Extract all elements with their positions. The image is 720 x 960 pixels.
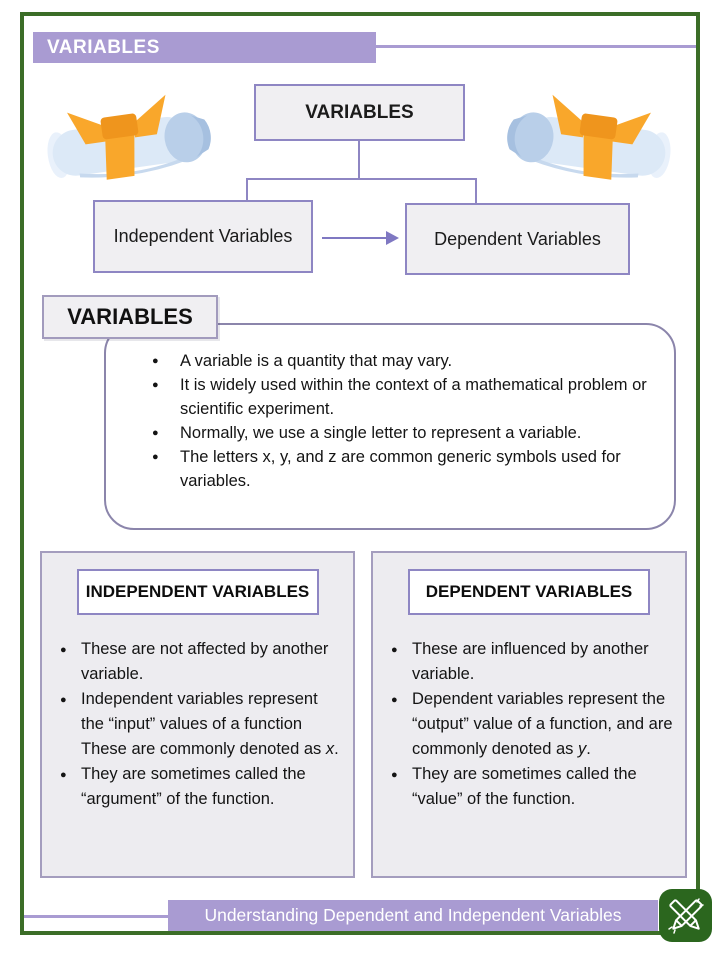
header-rule-line (376, 45, 696, 48)
bullet-item: Dependent variables represent the “outpu… (391, 687, 677, 762)
section-title-box: VARIABLES (42, 295, 218, 339)
flowchart-connector (358, 141, 360, 178)
flowchart-dependent-label: Dependent Variables (434, 228, 601, 249)
section-title: VARIABLES (67, 304, 193, 329)
scroll-diploma-icon (507, 94, 671, 180)
bullet-item: The letters x, y, and z are common gener… (152, 445, 654, 493)
flowchart-dependent-box: Dependent Variables (405, 203, 630, 275)
bullet-item: Independent variables represent the “inp… (60, 687, 345, 762)
flowchart-root-box: VARIABLES (254, 84, 465, 141)
independent-panel-title: INDEPENDENT VARIABLES (85, 582, 310, 601)
bullet-item: It is widely used within the context of … (152, 373, 654, 421)
flowchart-root-label: VARIABLES (305, 101, 414, 123)
footer-rule-line (24, 915, 168, 918)
flowchart-connector (475, 178, 477, 203)
dependent-panel-title: DEPENDENT VARIABLES (425, 582, 633, 601)
bullet-item: Normally, we use a single letter to repr… (152, 421, 654, 445)
flowchart-arrow (322, 237, 386, 239)
bullet-item: These are influenced by another variable… (391, 637, 677, 687)
flowchart-independent-label: Independent Variables (113, 226, 293, 247)
flowchart-connector (246, 178, 248, 200)
page-title: VARIABLES (47, 36, 160, 58)
flowchart-connector (246, 178, 477, 180)
dependent-bullet-list: These are influenced by another variable… (391, 637, 677, 812)
dependent-panel-title-box: DEPENDENT VARIABLES (408, 569, 650, 615)
page-header-bar: VARIABLES (33, 32, 376, 63)
definition-callout: A variable is a quantity that may vary.I… (104, 323, 676, 530)
footer-title: Understanding Dependent and Independent … (204, 905, 622, 925)
footer-bar: Understanding Dependent and Independent … (168, 900, 658, 931)
bullet-item: These are not affected by another variab… (60, 637, 345, 687)
bullet-item: A variable is a quantity that may vary. (152, 349, 654, 373)
page-border-frame (20, 12, 700, 935)
independent-panel-title-box: INDEPENDENT VARIABLES (76, 569, 319, 615)
independent-variables-panel: INDEPENDENT VARIABLES These are not affe… (40, 551, 355, 878)
bullet-item: They are sometimes called the “argument”… (60, 762, 345, 812)
dependent-variables-panel: DEPENDENT VARIABLES These are influenced… (371, 551, 687, 878)
bullet-item: They are sometimes called the “value” of… (391, 762, 677, 812)
scroll-diploma-icon (47, 94, 211, 180)
independent-bullet-list: These are not affected by another variab… (60, 637, 345, 812)
flowchart-independent-box: Independent Variables (93, 200, 313, 273)
crossed-pencils-icon (659, 889, 712, 942)
flowchart-arrowhead-icon (386, 231, 399, 245)
definition-bullet-list: A variable is a quantity that may vary.I… (152, 349, 654, 493)
